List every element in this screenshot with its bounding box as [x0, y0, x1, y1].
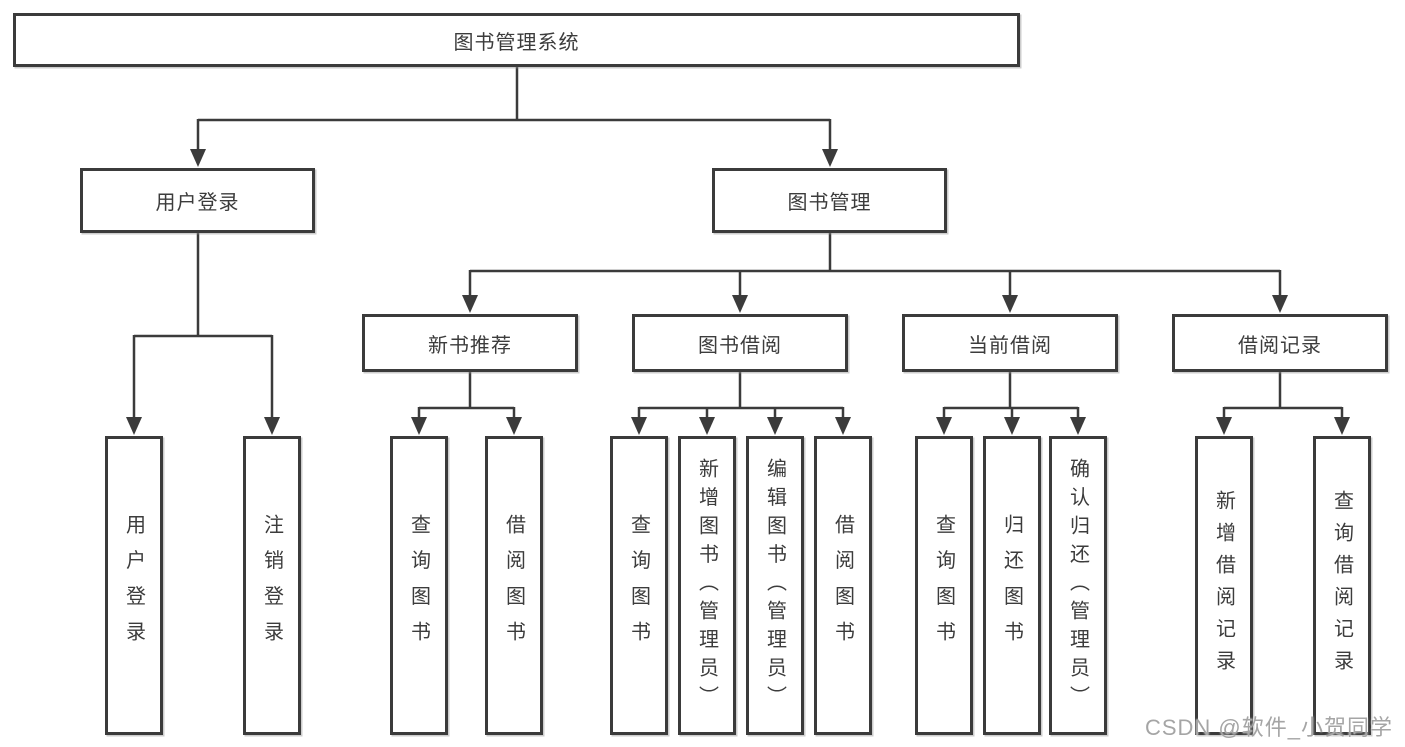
leaf-label: 新增图书（管理员） — [695, 457, 718, 714]
leaf-borrow-books-2: 借阅图书 — [814, 436, 872, 735]
leaf-label: 编辑图书（管理员） — [763, 457, 786, 714]
arrowhead — [462, 295, 478, 313]
node-label: 图书管理系统 — [453, 31, 580, 54]
leaf-add-books-admin: 新增图书（管理员） — [678, 436, 736, 735]
node-label: 新书推荐 — [428, 334, 512, 357]
leaf-label: 查询图书 — [627, 514, 650, 657]
leaf-label: 查询借阅记录 — [1330, 489, 1353, 682]
leaf-label: 归还图书 — [1000, 514, 1023, 657]
leaf-label: 新增借阅记录 — [1212, 489, 1235, 682]
leaf-logout: 注销登录 — [243, 436, 301, 735]
node-user-login: 用户登录 — [80, 168, 315, 233]
leaf-query-books-1: 查询图书 — [390, 436, 448, 735]
leaf-label: 借阅图书 — [831, 514, 854, 657]
node-current-borrow: 当前借阅 — [902, 314, 1118, 372]
arrowhead — [190, 149, 206, 167]
arrowhead — [822, 149, 838, 167]
leaf-label: 确认归还（管理员） — [1066, 457, 1089, 714]
node-book-borrow: 图书借阅 — [632, 314, 848, 372]
arrowhead — [1216, 417, 1232, 435]
node-new-book-recommend: 新书推荐 — [362, 314, 578, 372]
leaf-user-login: 用户登录 — [105, 436, 163, 735]
node-label: 借阅记录 — [1238, 334, 1322, 357]
arrowhead — [506, 417, 522, 435]
leaf-label: 用户登录 — [122, 514, 145, 657]
leaf-label: 查询图书 — [932, 514, 955, 657]
node-borrow-records: 借阅记录 — [1172, 314, 1388, 372]
arrowhead — [732, 295, 748, 313]
node-label: 图书借阅 — [698, 334, 782, 357]
arrowhead — [936, 417, 952, 435]
leaf-label: 借阅图书 — [502, 514, 525, 657]
arrowhead — [1272, 295, 1288, 313]
leaf-query-books-2: 查询图书 — [610, 436, 668, 735]
arrowhead — [126, 417, 142, 435]
leaf-label: 查询图书 — [407, 514, 430, 657]
arrowhead — [411, 417, 427, 435]
node-book-management: 图书管理 — [712, 168, 947, 233]
arrowhead — [1002, 295, 1018, 313]
node-label: 当前借阅 — [968, 334, 1052, 357]
csdn-watermark: CSDN @软件_小贺同学 — [1144, 715, 1393, 740]
arrowhead — [264, 417, 280, 435]
arrowhead — [699, 417, 715, 435]
arrowhead — [1334, 417, 1350, 435]
leaf-edit-books-admin: 编辑图书（管理员） — [746, 436, 804, 735]
arrowhead — [835, 417, 851, 435]
leaf-add-borrow-record: 新增借阅记录 — [1195, 436, 1253, 735]
node-library-system: 图书管理系统 — [13, 13, 1020, 67]
leaf-label: 注销登录 — [260, 514, 283, 657]
leaf-return-books: 归还图书 — [983, 436, 1041, 735]
arrowhead — [631, 417, 647, 435]
arrowhead — [767, 417, 783, 435]
arrowhead — [1070, 417, 1086, 435]
arrowhead — [1004, 417, 1020, 435]
leaf-confirm-return-admin: 确认归还（管理员） — [1049, 436, 1107, 735]
node-label: 图书管理 — [787, 192, 872, 214]
node-label: 用户登录 — [155, 192, 240, 214]
leaf-query-borrow-record: 查询借阅记录 — [1313, 436, 1371, 735]
leaf-query-books-3: 查询图书 — [915, 436, 973, 735]
leaf-borrow-books-1: 借阅图书 — [485, 436, 543, 735]
